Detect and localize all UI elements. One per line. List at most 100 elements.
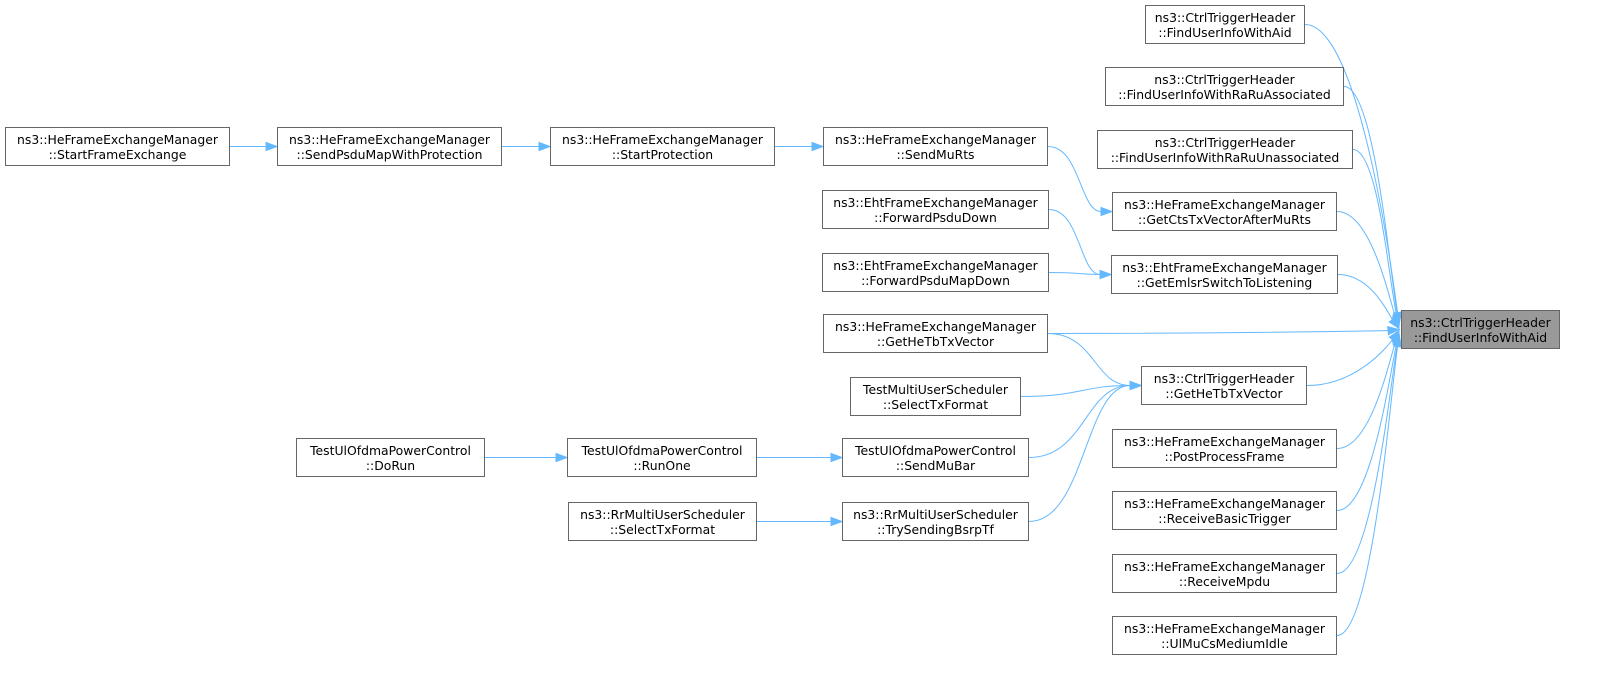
arrowhead-icon xyxy=(1388,316,1400,330)
node-startframeexchange[interactable]: ns3::HeFrameExchangeManager ::StartFrame… xyxy=(5,127,230,166)
node-line-2: ::FindUserInfoWithRaRuUnassociated xyxy=(1110,149,1340,165)
node-line-1: ns3::EhtFrameExchangeManager xyxy=(1122,259,1327,275)
node-sendmurts[interactable]: ns3::HeFrameExchangeManager ::SendMuRts xyxy=(823,127,1048,166)
node-dorun[interactable]: TestUlOfdmaPowerControl ::DoRun xyxy=(296,438,485,477)
node-root-finduserinfowithaid: ns3::CtrlTriggerHeader ::FindUserInfoWit… xyxy=(1401,310,1560,349)
arrowhead-icon xyxy=(1387,326,1401,336)
node-line-2: ::StartProtection xyxy=(611,146,714,162)
edge-fpd-to-gems xyxy=(1048,209,1113,280)
node-line-1: ns3::CtrlTriggerHeader xyxy=(1154,71,1295,87)
node-line-1: ns3::HeFrameExchangeManager xyxy=(1124,620,1325,636)
edge-sp-to-smr xyxy=(775,141,825,152)
node-line-2: ::SelectTxFormat xyxy=(609,521,716,537)
edge-line xyxy=(1336,346,1399,636)
arrowhead-icon xyxy=(555,452,569,463)
node-line-2: ::ReceiveBasicTrigger xyxy=(1158,510,1291,526)
node-ctrltriggerheader-gethetbtxvector[interactable]: ns3::CtrlTriggerHeader ::GetHeTbTxVector xyxy=(1141,366,1307,405)
edge-ct3-to-root xyxy=(1352,149,1402,328)
node-getemlsrswitchtolistening[interactable]: ns3::EhtFrameExchangeManager ::GetEmlsrS… xyxy=(1111,255,1338,294)
edge-line xyxy=(1047,330,1389,334)
edge-line xyxy=(1047,146,1102,212)
node-ulmucsmediumidle[interactable]: ns3::HeFrameExchangeManager ::UlMuCsMedi… xyxy=(1112,616,1337,655)
node-line-2: ::UlMuCsMediumIdle xyxy=(1161,635,1288,651)
node-line-2: ::DoRun xyxy=(365,457,416,473)
node-line-2: ::GetHeTbTxVector xyxy=(876,333,995,349)
node-forwardpsdudown[interactable]: ns3::EhtFrameExchangeManager ::ForwardPs… xyxy=(822,190,1049,229)
edge-line xyxy=(1336,345,1398,574)
node-line-2: ::ReceiveMpdu xyxy=(1178,573,1271,589)
edge-line xyxy=(1337,274,1393,320)
edge-line xyxy=(1020,385,1131,397)
node-line-2: ::FindUserInfoWithRaRuAssociated xyxy=(1118,86,1331,102)
node-heframeexchangemanager-gethetbtxvector[interactable]: ns3::HeFrameExchangeManager ::GetHeTbTxV… xyxy=(823,314,1048,353)
node-line-1: ns3::HeFrameExchangeManager xyxy=(1124,495,1325,511)
node-line-1: TestMultiUserScheduler xyxy=(863,381,1008,397)
node-finduserinfowithraruunassociated[interactable]: ns3::CtrlTriggerHeader ::FindUserInfoWit… xyxy=(1097,130,1353,169)
node-ctrltriggerheader-finduserinfowithaid[interactable]: ns3::CtrlTriggerHeader ::FindUserInfoWit… xyxy=(1145,5,1305,44)
node-line-2: ::SendMuBar xyxy=(895,457,976,473)
node-sendpsdumapwithprotection[interactable]: ns3::HeFrameExchangeManager ::SendPsduMa… xyxy=(277,127,502,166)
node-line-1: ns3::HeFrameExchangeManager xyxy=(835,318,1036,334)
node-startprotection[interactable]: ns3::HeFrameExchangeManager ::StartProte… xyxy=(550,127,775,166)
node-line-1: ns3::EhtFrameExchangeManager xyxy=(833,194,1038,210)
arrowhead-icon xyxy=(265,141,279,152)
node-forwardpsdumapdown[interactable]: ns3::EhtFrameExchangeManager ::ForwardPs… xyxy=(822,253,1049,292)
node-testmultiuserscheduler-selecttxformat[interactable]: TestMultiUserScheduler ::SelectTxFormat xyxy=(850,377,1021,416)
arrowhead-icon xyxy=(1392,334,1403,348)
node-trysendingbsrptf[interactable]: ns3::RrMultiUserScheduler ::TrySendingBs… xyxy=(842,502,1029,541)
arrowhead-icon xyxy=(1100,206,1114,217)
node-line-1: ns3::CtrlTriggerHeader xyxy=(1410,314,1551,330)
edge-ulm-to-root xyxy=(1336,334,1403,636)
arrowhead-icon xyxy=(538,141,552,152)
edge-line xyxy=(1306,339,1393,386)
node-getctstxvectoraftermurts[interactable]: ns3::HeFrameExchangeManager ::GetCtsTxVe… xyxy=(1112,192,1337,231)
node-line-1: ns3::HeFrameExchangeManager xyxy=(1124,558,1325,574)
node-line-2: ::GetEmlsrSwitchToListening xyxy=(1136,274,1313,290)
node-line-2: ::GetHeTbTxVector xyxy=(1165,385,1283,401)
edge-hegh-to-ctgh xyxy=(1047,333,1143,391)
node-line-2: ::TrySendingBsrpTf xyxy=(877,521,994,537)
node-line-2: ::PostProcessFrame xyxy=(1164,448,1285,464)
node-line-2: ::FindUserInfoWithAid xyxy=(1158,24,1292,40)
arrowhead-icon xyxy=(811,141,825,152)
node-line-2: ::GetCtsTxVectorAfterMuRts xyxy=(1137,211,1311,227)
node-receivebasictrigger[interactable]: ns3::HeFrameExchangeManager ::ReceiveBas… xyxy=(1112,491,1337,530)
node-line-1: ns3::CtrlTriggerHeader xyxy=(1154,134,1296,150)
node-sendmubar[interactable]: TestUlOfdmaPowerControl ::SendMuBar xyxy=(842,438,1029,477)
arrowhead-icon xyxy=(830,516,844,527)
edge-smr-to-gcts xyxy=(1047,146,1114,217)
node-finduserinfowithraruassociated[interactable]: ns3::CtrlTriggerHeader ::FindUserInfoWit… xyxy=(1105,67,1344,106)
edge-gcts-to-root xyxy=(1336,211,1400,329)
edge-rbt-to-root xyxy=(1336,331,1402,511)
node-line-1: ns3::HeFrameExchangeManager xyxy=(1124,196,1325,212)
node-postprocessframe[interactable]: ns3::HeFrameExchangeManager ::PostProces… xyxy=(1112,429,1337,468)
edge-line xyxy=(1048,209,1101,275)
node-line-1: ns3::HeFrameExchangeManager xyxy=(562,131,763,147)
edge-ppf-to-root xyxy=(1336,330,1400,449)
edge-line xyxy=(1336,342,1396,449)
node-line-1: ns3::RrMultiUserScheduler xyxy=(580,506,745,522)
arrowhead-icon xyxy=(1129,380,1143,391)
arrowhead-icon xyxy=(830,452,844,463)
node-line-1: ns3::CtrlTriggerHeader xyxy=(1154,9,1296,25)
arrowhead-icon xyxy=(1099,269,1113,280)
edge-line xyxy=(1336,211,1396,317)
node-runone[interactable]: TestUlOfdmaPowerControl ::RunOne xyxy=(567,438,757,477)
node-line-1: ns3::RrMultiUserScheduler xyxy=(853,506,1018,522)
node-receivempdu[interactable]: ns3::HeFrameExchangeManager ::ReceiveMpd… xyxy=(1112,554,1337,593)
node-rrmultiuserscheduler-selecttxformat[interactable]: ns3::RrMultiUserScheduler ::SelectTxForm… xyxy=(568,502,757,541)
edge-tsb-to-ctgh xyxy=(1028,380,1143,522)
node-line-2: ::SendPsduMapWithProtection xyxy=(296,146,483,162)
node-line-1: ns3::HeFrameExchangeManager xyxy=(289,131,490,147)
edge-hegh-to-root xyxy=(1047,326,1401,336)
edge-dor-to-ro xyxy=(485,452,569,463)
node-line-2: ::StartFrameExchange xyxy=(48,146,187,162)
edge-ro-to-smb xyxy=(757,452,844,463)
node-line-2: ::ForwardPsduMapDown xyxy=(861,272,1010,288)
node-line-2: ::FindUserInfoWithAid xyxy=(1413,329,1548,345)
node-line-2: ::SelectTxFormat xyxy=(882,396,989,412)
node-line-2: ::ForwardPsduDown xyxy=(874,209,997,225)
node-line-1: ns3::HeFrameExchangeManager xyxy=(17,131,218,147)
edge-line xyxy=(1352,149,1398,316)
